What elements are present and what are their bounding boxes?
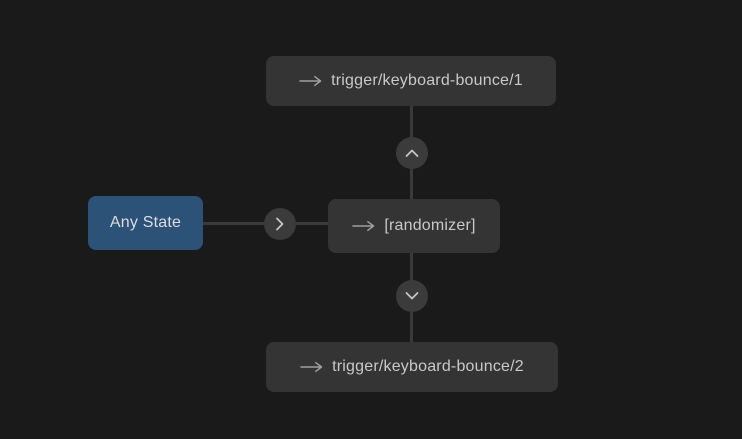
node-trigger-keyboard-bounce-2[interactable]: trigger/keyboard-bounce/2 [266, 342, 558, 392]
node-label: Any State [109, 214, 182, 231]
node-randomizer[interactable]: [randomizer] [328, 199, 500, 253]
right-arrow-icon [299, 75, 322, 87]
chevron-up-icon [396, 137, 428, 169]
right-arrow-icon [352, 220, 375, 232]
node-label: [randomizer] [384, 217, 476, 234]
node-label: trigger/keyboard-bounce/2 [332, 358, 524, 375]
transition-port-right[interactable] [264, 208, 296, 240]
node-trigger-keyboard-bounce-1[interactable]: trigger/keyboard-bounce/1 [266, 56, 556, 106]
chevron-down-icon [396, 280, 428, 312]
right-arrow-icon [300, 361, 323, 373]
node-label: trigger/keyboard-bounce/1 [331, 72, 523, 89]
transition-port-down[interactable] [396, 280, 428, 312]
node-any-state[interactable]: Any State [88, 196, 203, 250]
transition-port-up[interactable] [396, 137, 428, 169]
chevron-right-icon [264, 208, 296, 240]
